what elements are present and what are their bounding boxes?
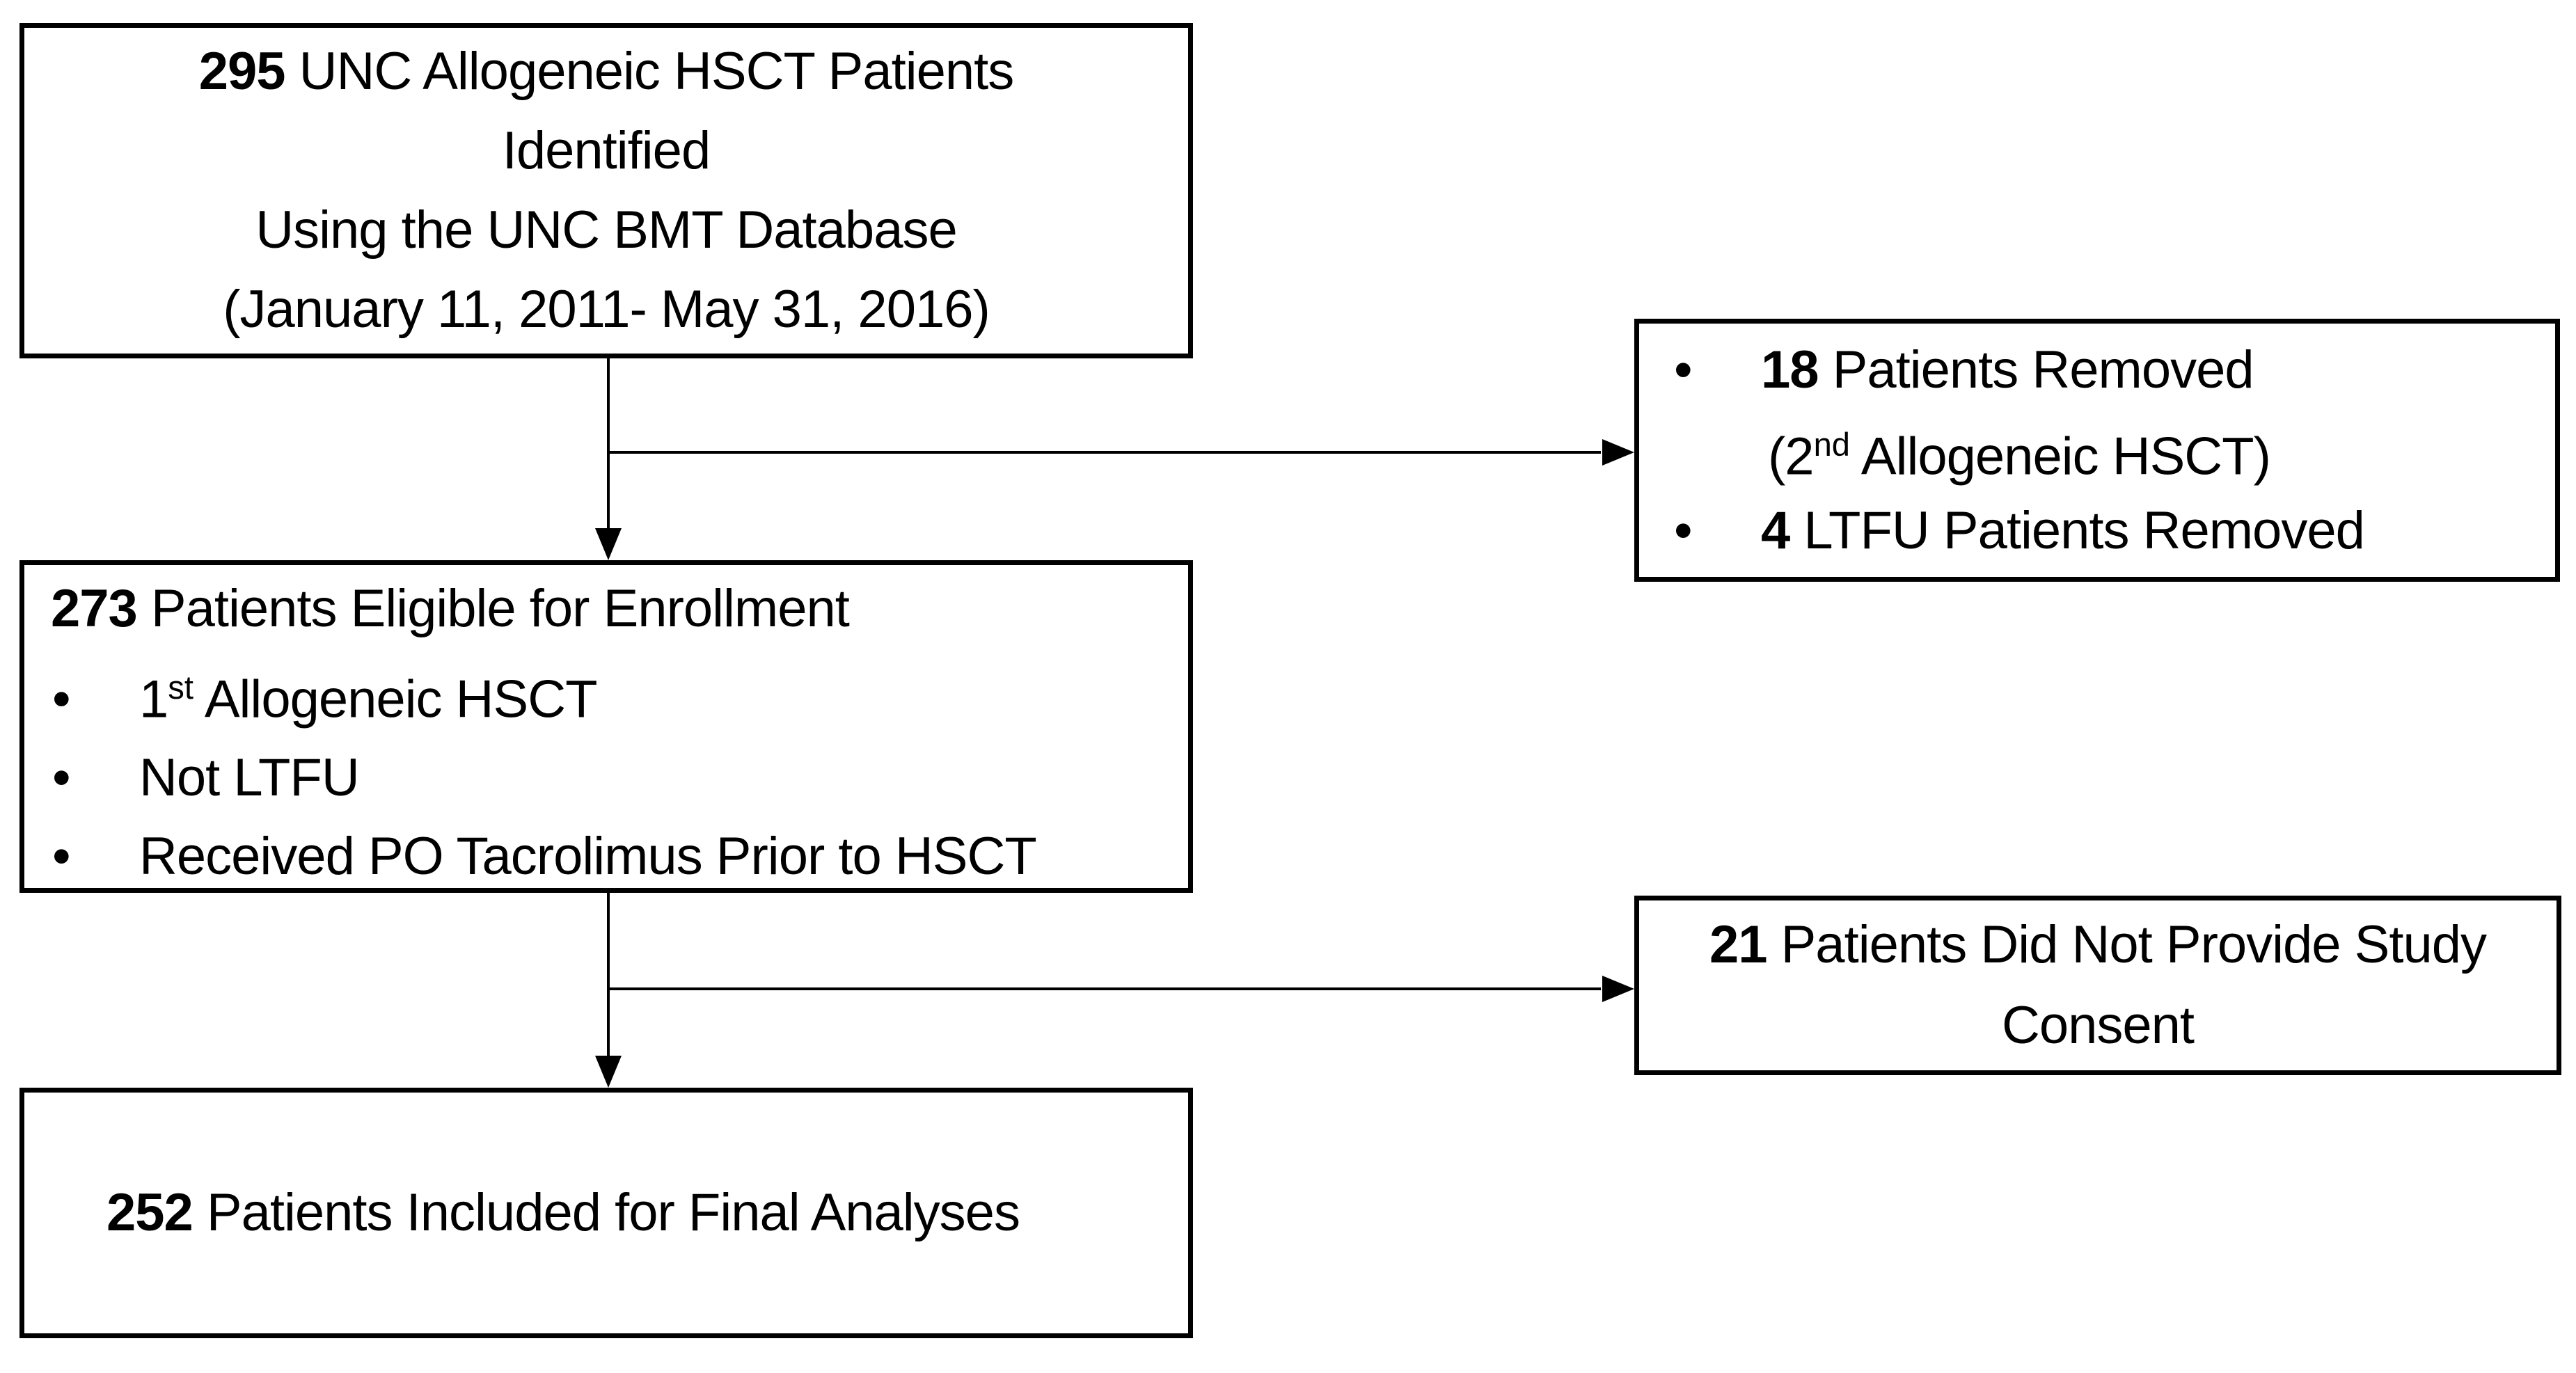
bullet-icon: • — [1674, 340, 1693, 399]
removed-item-1: • 18 Patients Removed — [1639, 333, 2555, 407]
identified-line-4: (January 11, 2011- May 31, 2016) — [223, 280, 990, 339]
identified-line-1-text: UNC Allogeneic HSCT Patients — [285, 42, 1015, 101]
consent-line-1: 21 Patients Did Not Provide Study — [1639, 905, 2557, 985]
arrowhead-right-removed-icon — [1602, 439, 1634, 466]
connector-branch-to-consent — [608, 987, 1601, 990]
consent-line-2: Consent — [2001, 996, 2195, 1055]
identified-line-1: 295 UNC Allogeneic HSCT Patients — [24, 32, 1188, 111]
arrowhead-down-final-icon — [595, 1056, 622, 1088]
box-patients-eligible: 273 Patients Eligible for Enrollment • 1s… — [19, 560, 1193, 893]
eligible-item-2: • Not LTFU — [24, 738, 1188, 817]
removed-item-2-text: LTFU Patients Removed — [1789, 501, 2364, 561]
box-no-study-consent: 21 Patients Did Not Provide Study Consen… — [1634, 896, 2561, 1075]
removed-cont-pre: (2 — [1768, 427, 1815, 486]
arrowhead-down-eligible-icon — [595, 528, 622, 560]
eligible-title-text: Patients Eligible for Enrollment — [136, 579, 850, 638]
box-patients-identified: 295 UNC Allogeneic HSCT Patients Identif… — [19, 23, 1193, 358]
eligible-item-1: • 1st Allogeneic HSCT — [24, 648, 1188, 738]
arrowhead-right-consent-icon — [1602, 976, 1634, 1002]
eligible-item-2-text: Not LTFU — [139, 748, 360, 808]
connector-identified-to-eligible — [607, 358, 610, 536]
identified-line-2: Identified — [502, 121, 711, 180]
removed-item-1-text: Patients Removed — [1818, 340, 2254, 399]
bullet-icon: • — [52, 827, 71, 887]
eligible-item-3-text: Received PO Tacrolimus Prior to HSCT — [139, 827, 1037, 887]
consent-line-1-text: Patients Did Not Provide Study — [1767, 915, 2487, 974]
removed-count: 18 — [1761, 340, 1819, 399]
no-consent-count: 21 — [1709, 915, 1768, 974]
identified-line-3: Using the UNC BMT Database — [255, 200, 957, 260]
removed-item-1-continued: (2nd Allogeneic HSCT) — [1639, 407, 2555, 493]
bullet-icon: • — [52, 669, 71, 729]
removed-cont-post: Allogeneic HSCT) — [1849, 427, 2271, 486]
box-final-analyses: 252 Patients Included for Final Analyses — [19, 1088, 1193, 1338]
eligible-item-1-post: Allogeneic HSCT — [193, 669, 598, 729]
removed-item-2: • 4 LTFU Patients Removed — [1639, 493, 2555, 568]
eligible-count: 273 — [51, 579, 138, 638]
box-patients-removed: • 18 Patients Removed (2nd Allogeneic HSC… — [1634, 319, 2560, 582]
eligible-item-1-pre: 1 — [139, 669, 168, 729]
eligible-item-1-superscript: st — [168, 669, 193, 706]
final-line: 252 Patients Included for Final Analyses — [106, 1175, 1020, 1251]
eligible-title: 273 Patients Eligible for Enrollment — [24, 569, 1188, 648]
bullet-icon: • — [52, 748, 71, 808]
identified-count: 295 — [198, 42, 286, 101]
ltfu-removed-count: 4 — [1761, 501, 1790, 561]
connector-eligible-to-final — [607, 893, 610, 1058]
removed-cont-superscript: nd — [1813, 425, 1850, 463]
bullet-icon: • — [1674, 501, 1693, 561]
connector-branch-to-removed — [608, 451, 1601, 454]
eligible-item-3: • Received PO Tacrolimus Prior to HSCT — [24, 817, 1188, 896]
final-line-text: Patients Included for Final Analyses — [192, 1183, 1020, 1242]
final-count: 252 — [106, 1183, 193, 1242]
